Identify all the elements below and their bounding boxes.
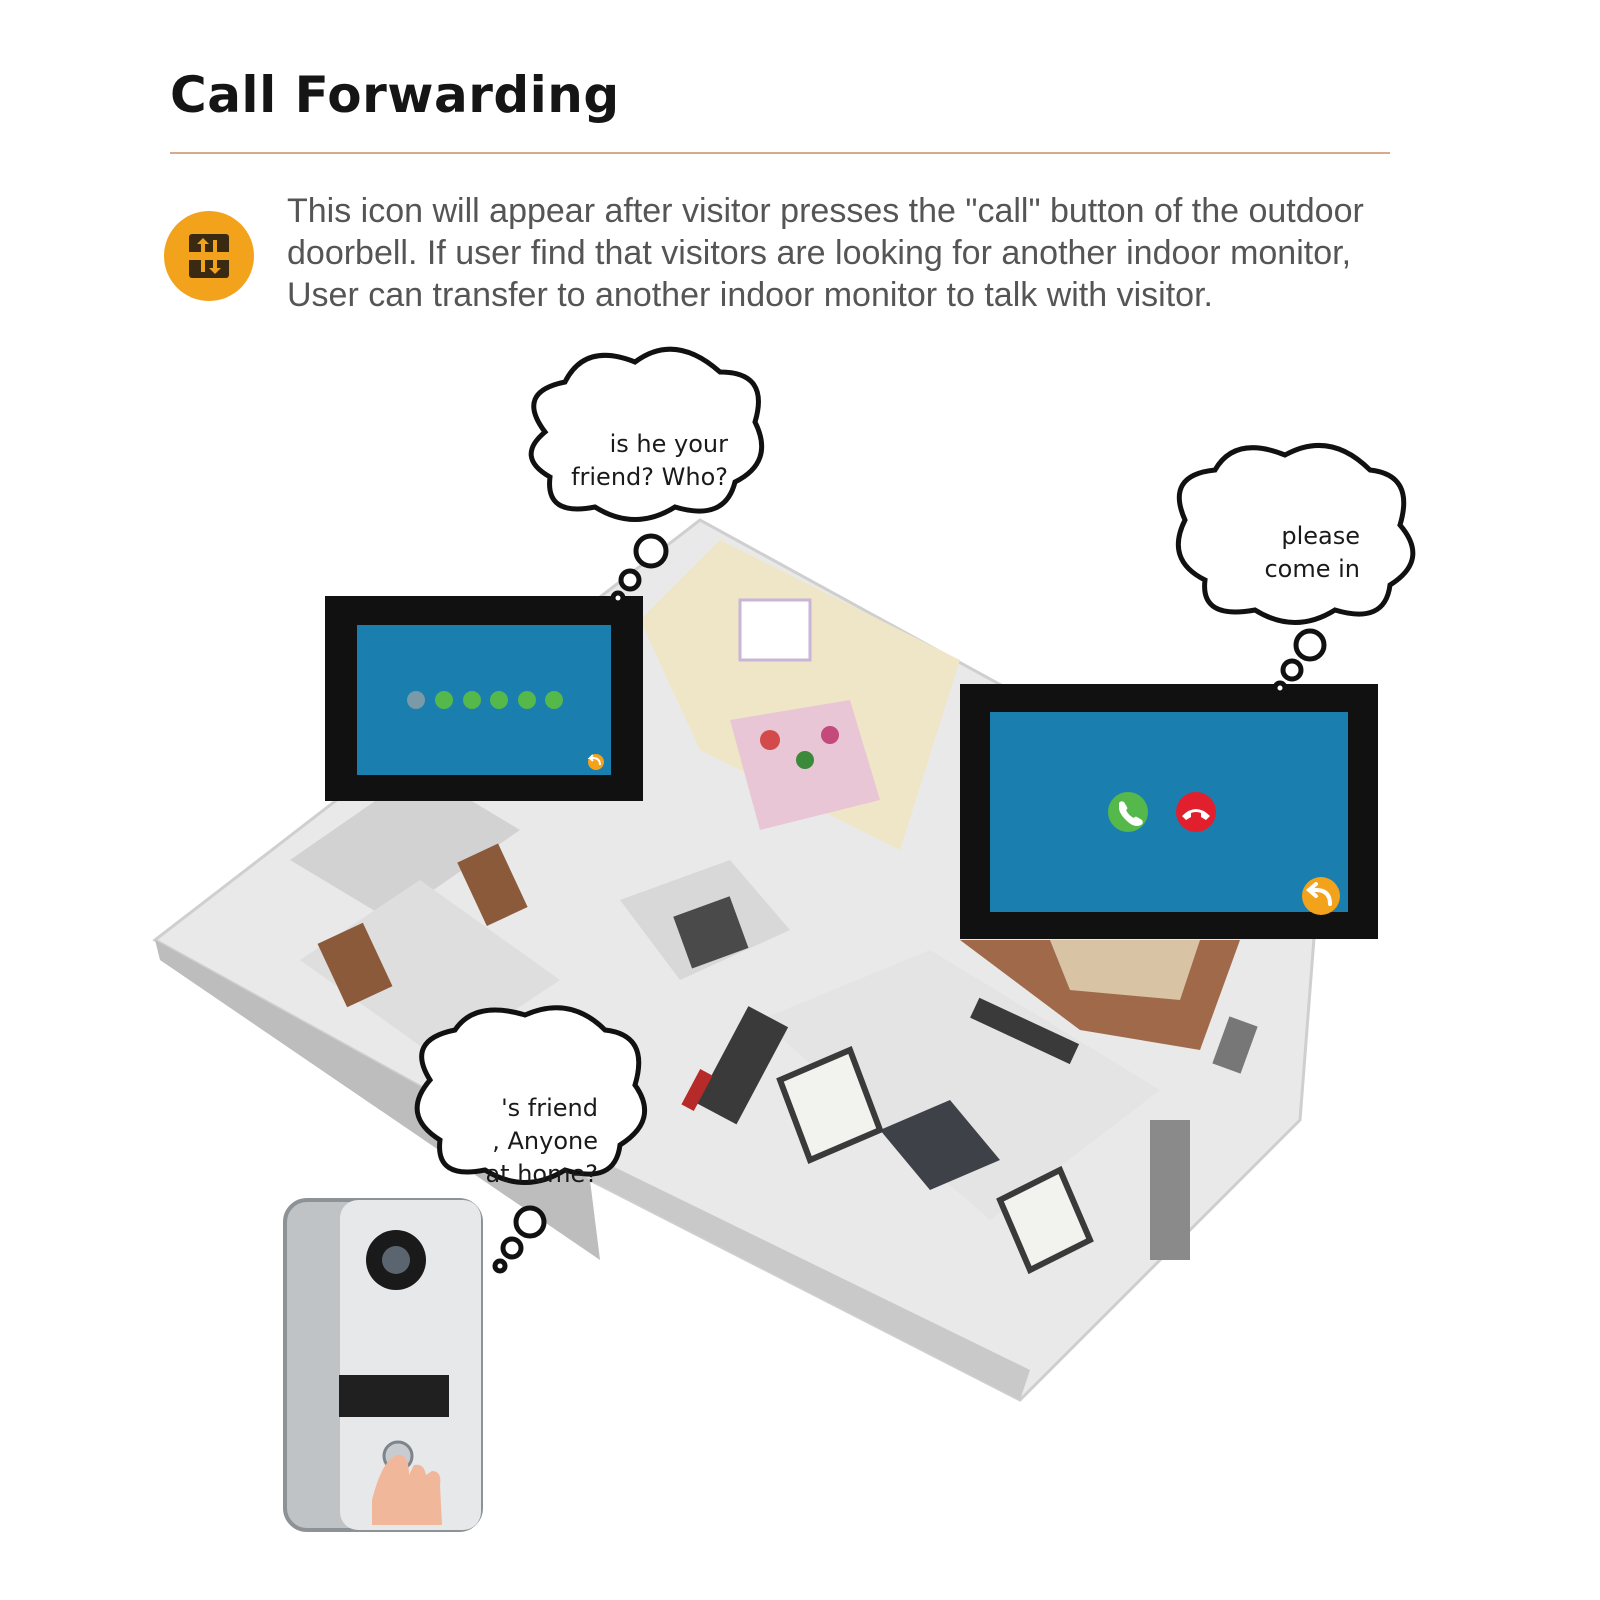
bubble-line: please — [1281, 522, 1360, 550]
indoor-monitor-right — [960, 684, 1378, 939]
feature-description: This icon will appear after visitor pres… — [287, 190, 1407, 316]
phone-hangup-icon — [1176, 792, 1216, 832]
description-line: This icon will appear after visitor pres… — [287, 192, 1364, 230]
bubble-line: come in — [1264, 555, 1360, 583]
outdoor-doorbell — [283, 1198, 483, 1532]
title-divider — [170, 152, 1390, 154]
phone-answer-icon — [1108, 792, 1148, 832]
thought-bubble-bottom — [414, 1005, 647, 1274]
bubble-line: 's friend — [501, 1094, 598, 1122]
bubble-text-bottom: 's friend , Anyone at home? — [448, 1092, 598, 1191]
bubble-text-right: please come in — [1200, 520, 1360, 586]
thought-bubble-right — [1175, 442, 1416, 696]
call-forward-icon — [164, 211, 254, 301]
description-line: User can transfer to another indoor moni… — [287, 276, 1213, 314]
thought-bubble-top — [528, 346, 765, 606]
back-arrow-icon — [587, 754, 604, 770]
back-arrow-icon — [1302, 877, 1340, 915]
phone-answer-icon — [407, 691, 563, 709]
bubble-line: is he your — [609, 430, 728, 458]
page-title: Call Forwarding — [170, 66, 620, 124]
bubble-line: at home? — [485, 1160, 598, 1188]
bubble-text-top: is he your friend? Who? — [548, 428, 728, 494]
bubble-line: friend? Who? — [571, 463, 728, 491]
description-line: doorbell. If user find that visitors are… — [287, 234, 1352, 272]
bubble-line: , Anyone — [492, 1127, 598, 1155]
indoor-monitor-left — [325, 596, 643, 801]
